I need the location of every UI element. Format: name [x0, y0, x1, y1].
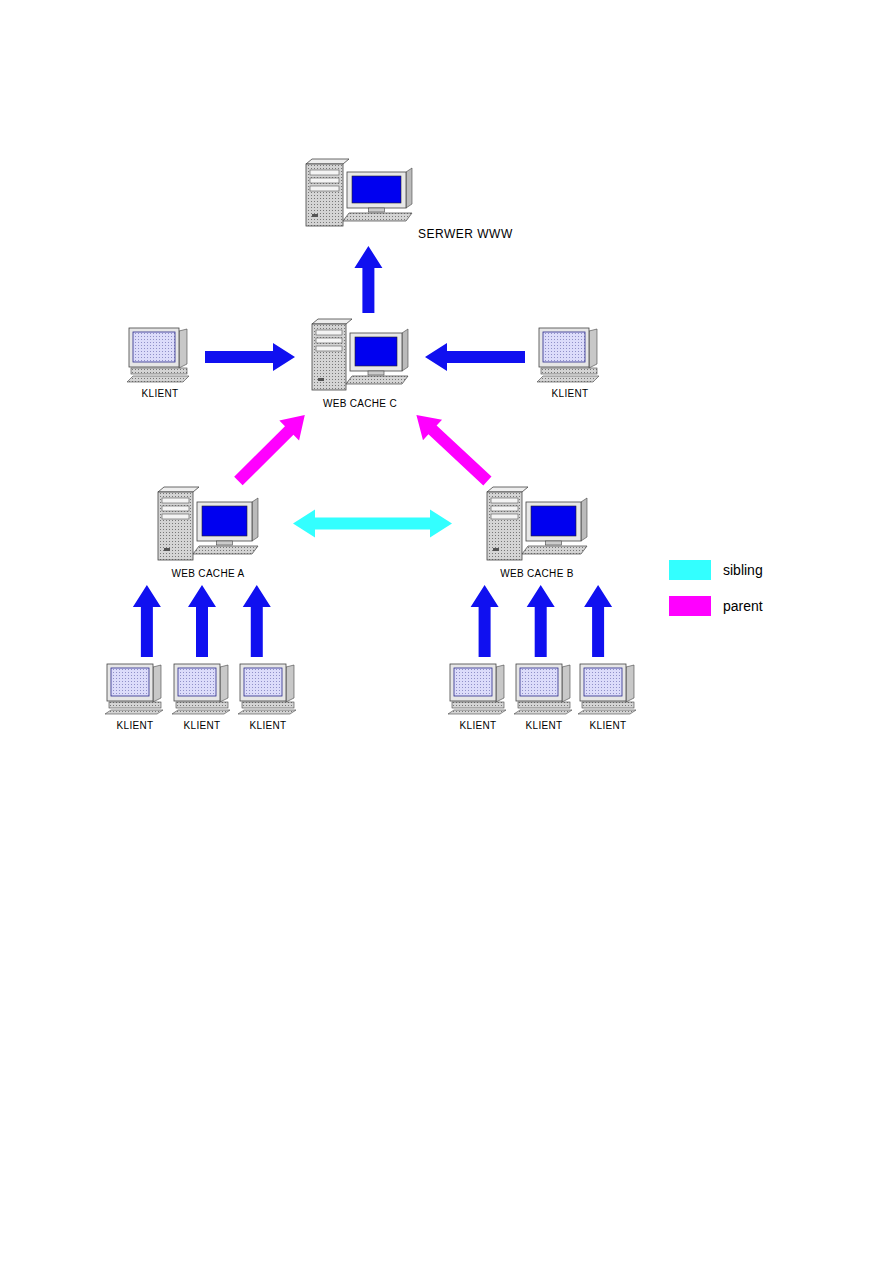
request-arrow	[243, 585, 271, 657]
computer-node: WEB CACHE C	[300, 318, 420, 410]
legend-swatch	[669, 596, 711, 616]
client-node: KLIENT	[445, 662, 511, 732]
legend-swatch	[669, 560, 711, 580]
server-icon	[304, 158, 414, 230]
client-node: KLIENT	[511, 662, 577, 732]
client-node: KLIENT	[530, 326, 610, 400]
client-node: KLIENT	[575, 662, 641, 732]
legend-row: sibling	[669, 560, 763, 580]
request-arrow	[354, 246, 382, 313]
legend-text: parent	[723, 598, 763, 614]
computer-node: WEB CACHE A	[128, 486, 288, 580]
legend-row: parent	[669, 596, 763, 616]
request-arrow	[584, 585, 612, 657]
parent-arrow	[416, 415, 491, 485]
legend-text: sibling	[723, 562, 763, 578]
server-icon	[310, 318, 410, 394]
node-label: KLIENT	[250, 719, 287, 732]
client-node: KLIENT	[235, 662, 301, 732]
client-icon	[576, 662, 640, 716]
client-icon	[103, 662, 167, 716]
client-icon	[236, 662, 300, 716]
node-label: WEB CACHE C	[323, 397, 397, 410]
request-arrow	[205, 343, 295, 371]
client-icon	[535, 326, 605, 384]
client-node: KLIENT	[120, 326, 200, 400]
request-arrow	[471, 585, 499, 657]
node-label: KLIENT	[590, 719, 627, 732]
request-arrow	[527, 585, 555, 657]
node-label: KLIENT	[184, 719, 221, 732]
request-arrow	[425, 343, 525, 371]
client-icon	[170, 662, 234, 716]
client-node: KLIENT	[169, 662, 235, 732]
request-arrow	[133, 585, 161, 657]
client-icon	[125, 326, 195, 384]
node-label: KLIENT	[142, 387, 179, 400]
node-label: WEB CACHE B	[500, 567, 573, 580]
server-icon	[156, 486, 260, 564]
node-label: KLIENT	[460, 719, 497, 732]
legend: sibling parent	[669, 560, 763, 632]
node-label: KLIENT	[117, 719, 154, 732]
client-node: KLIENT	[102, 662, 168, 732]
computer-node: WEB CACHE B	[457, 486, 617, 580]
client-icon	[446, 662, 510, 716]
computer-node: SERWER WWW	[300, 158, 540, 241]
node-label: KLIENT	[552, 387, 589, 400]
node-label: WEB CACHE A	[172, 567, 245, 580]
client-icon	[512, 662, 576, 716]
parent-arrow	[234, 415, 305, 485]
server-icon	[485, 486, 589, 564]
node-label: SERWER WWW	[418, 228, 513, 241]
request-arrow	[188, 585, 216, 657]
node-label: KLIENT	[526, 719, 563, 732]
sibling-arrow	[293, 510, 452, 538]
